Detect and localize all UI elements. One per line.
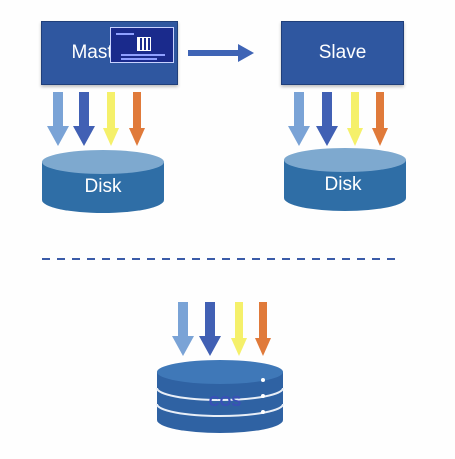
slave-label: Slave — [318, 42, 367, 63]
disk-left-label: Disk — [84, 176, 122, 197]
arrow-dark-blue — [199, 302, 221, 356]
arrow-light-blue — [47, 92, 69, 146]
arrow-dark-blue — [73, 92, 95, 146]
arrow-light-blue — [288, 92, 310, 146]
replication-arrow — [188, 44, 254, 62]
io-arrows-left — [47, 92, 145, 146]
cos-label: COS — [208, 393, 242, 410]
arrow-light-blue — [172, 302, 194, 356]
disk-right-label: Disk — [324, 174, 362, 195]
arrow-yellow — [103, 92, 119, 146]
qr-sticker-overlay — [110, 27, 174, 63]
arrow-orange — [129, 92, 145, 146]
arrow-orange — [372, 92, 388, 146]
io-arrows-bottom — [172, 302, 271, 356]
arrow-orange — [255, 302, 271, 356]
qr-code-icon — [137, 37, 151, 51]
io-arrows-right — [288, 92, 388, 146]
cos-storage-stack — [156, 360, 284, 433]
arrow-yellow — [231, 302, 247, 356]
disk-left-cylinder — [42, 150, 164, 213]
slave-node: Slave — [281, 21, 404, 85]
arrow-dark-blue — [316, 92, 338, 146]
arrow-yellow — [347, 92, 363, 146]
disk-right-cylinder — [284, 148, 406, 211]
